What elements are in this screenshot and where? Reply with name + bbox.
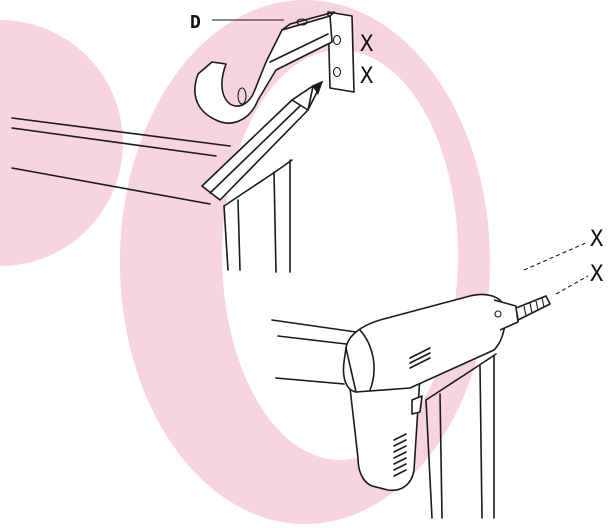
mark-x-drill-lower: X bbox=[590, 262, 604, 287]
upper-window-frame bbox=[11, 117, 293, 273]
mark-x-lower-hole: X bbox=[360, 64, 374, 89]
watermark-left-disc bbox=[0, 20, 123, 266]
pencil-icon bbox=[201, 81, 323, 201]
curtain-rod-bracket-icon bbox=[194, 11, 355, 124]
guide-line-upper bbox=[523, 241, 589, 271]
guide-line-lower bbox=[555, 275, 589, 295]
watermark bbox=[0, 0, 490, 524]
mark-x-drill-upper: X bbox=[590, 227, 604, 252]
power-drill-icon bbox=[342, 293, 551, 492]
lower-window-frame bbox=[271, 319, 497, 519]
mark-x-upper-hole: X bbox=[360, 32, 374, 57]
part-label-d: D bbox=[190, 12, 201, 33]
watermark-ring bbox=[119, 0, 490, 524]
